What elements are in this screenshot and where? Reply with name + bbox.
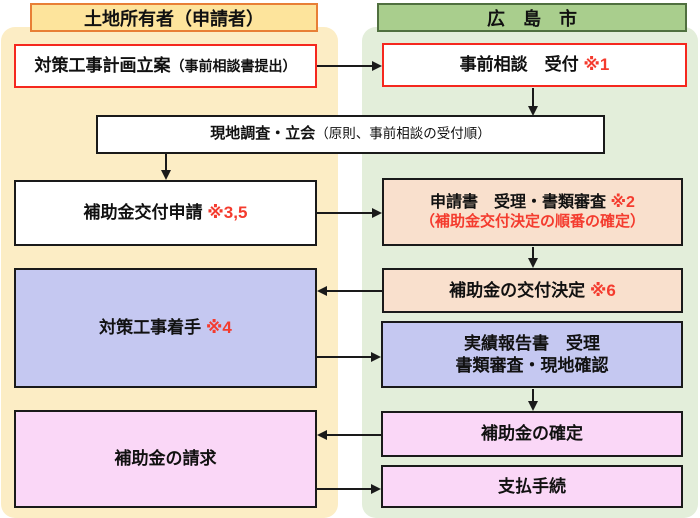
step-work-start-text: 対策工事着手 ※4 [99, 317, 232, 338]
hiroshima-header-label: 広 島 市 [487, 8, 577, 29]
step-survey-box: 現地調査・立会（原則、事前相談の受付順） [96, 115, 605, 154]
landowner-header-label: 土地所有者（申請者） [84, 8, 264, 29]
hiroshima-city-column-header: 広 島 市 [377, 3, 687, 32]
step-apply-label: 補助金交付申請 [83, 203, 208, 223]
step-payment-label: 支払手続 [498, 476, 566, 496]
step-decision-note: ※6 [589, 280, 616, 300]
step-plan-box: 対策工事計画立案（事前相談書提出） [14, 44, 317, 88]
step-consult-note: ※1 [583, 55, 610, 75]
step-survey-label: 現地調査・立会 [210, 125, 316, 143]
step-apply-box: 補助金交付申請 ※3,5 [14, 180, 317, 246]
step-consult-text: 事前相談 受付 ※1 [460, 54, 610, 75]
step-claim-label: 補助金の請求 [114, 449, 217, 469]
step-decision-text: 補助金の交付決定 ※6 [449, 280, 616, 301]
step-decision-box: 補助金の交付決定 ※6 [382, 268, 683, 313]
step-survey-paren: （原則、事前相談の受付順） [315, 126, 491, 142]
step-claim-box: 補助金の請求 [14, 410, 317, 508]
step-plan-text: 対策工事計画立案（事前相談書提出） [35, 55, 297, 76]
step-consult-label: 事前相談 受付 [459, 55, 584, 75]
step-work-start-box: 対策工事着手 ※4 [14, 268, 317, 388]
step-review-subnote: （補助金交付決定の順番の確定） [419, 212, 645, 230]
landowner-column-header: 土地所有者（申請者） [30, 3, 318, 32]
step-plan-paren: （事前相談書提出） [170, 58, 297, 75]
step-report-line2: 書類審査・現地確認 [455, 355, 609, 375]
step-confirm-label: 補助金の確定 [481, 424, 583, 444]
step-plan-label: 対策工事計画立案 [34, 56, 171, 76]
step-report-box: 実績報告書 受理 書類審査・現地確認 [381, 321, 683, 388]
step-confirm-box: 補助金の確定 [381, 411, 683, 457]
step-review-note: ※2 [610, 193, 635, 211]
step-review-box: 申請書 受理・書類審査 ※2 （補助金交付決定の順番の確定） [382, 178, 683, 246]
step-consult-box: 事前相談 受付 ※1 [382, 43, 687, 87]
step-payment-box: 支払手続 [381, 465, 683, 508]
step-work-start-note: ※4 [205, 318, 232, 338]
step-apply-note: ※3,5 [207, 203, 248, 223]
step-review-line1: 申請書 受理・書類審査 ※2 [430, 193, 635, 213]
step-review-label: 申請書 受理・書類審査 [430, 193, 611, 211]
step-decision-label: 補助金の交付決定 [449, 280, 590, 300]
step-work-start-label: 対策工事着手 [99, 318, 206, 338]
step-report-line1: 実績報告書 受理 [464, 334, 600, 354]
step-apply-text: 補助金交付申請 ※3,5 [84, 202, 248, 223]
